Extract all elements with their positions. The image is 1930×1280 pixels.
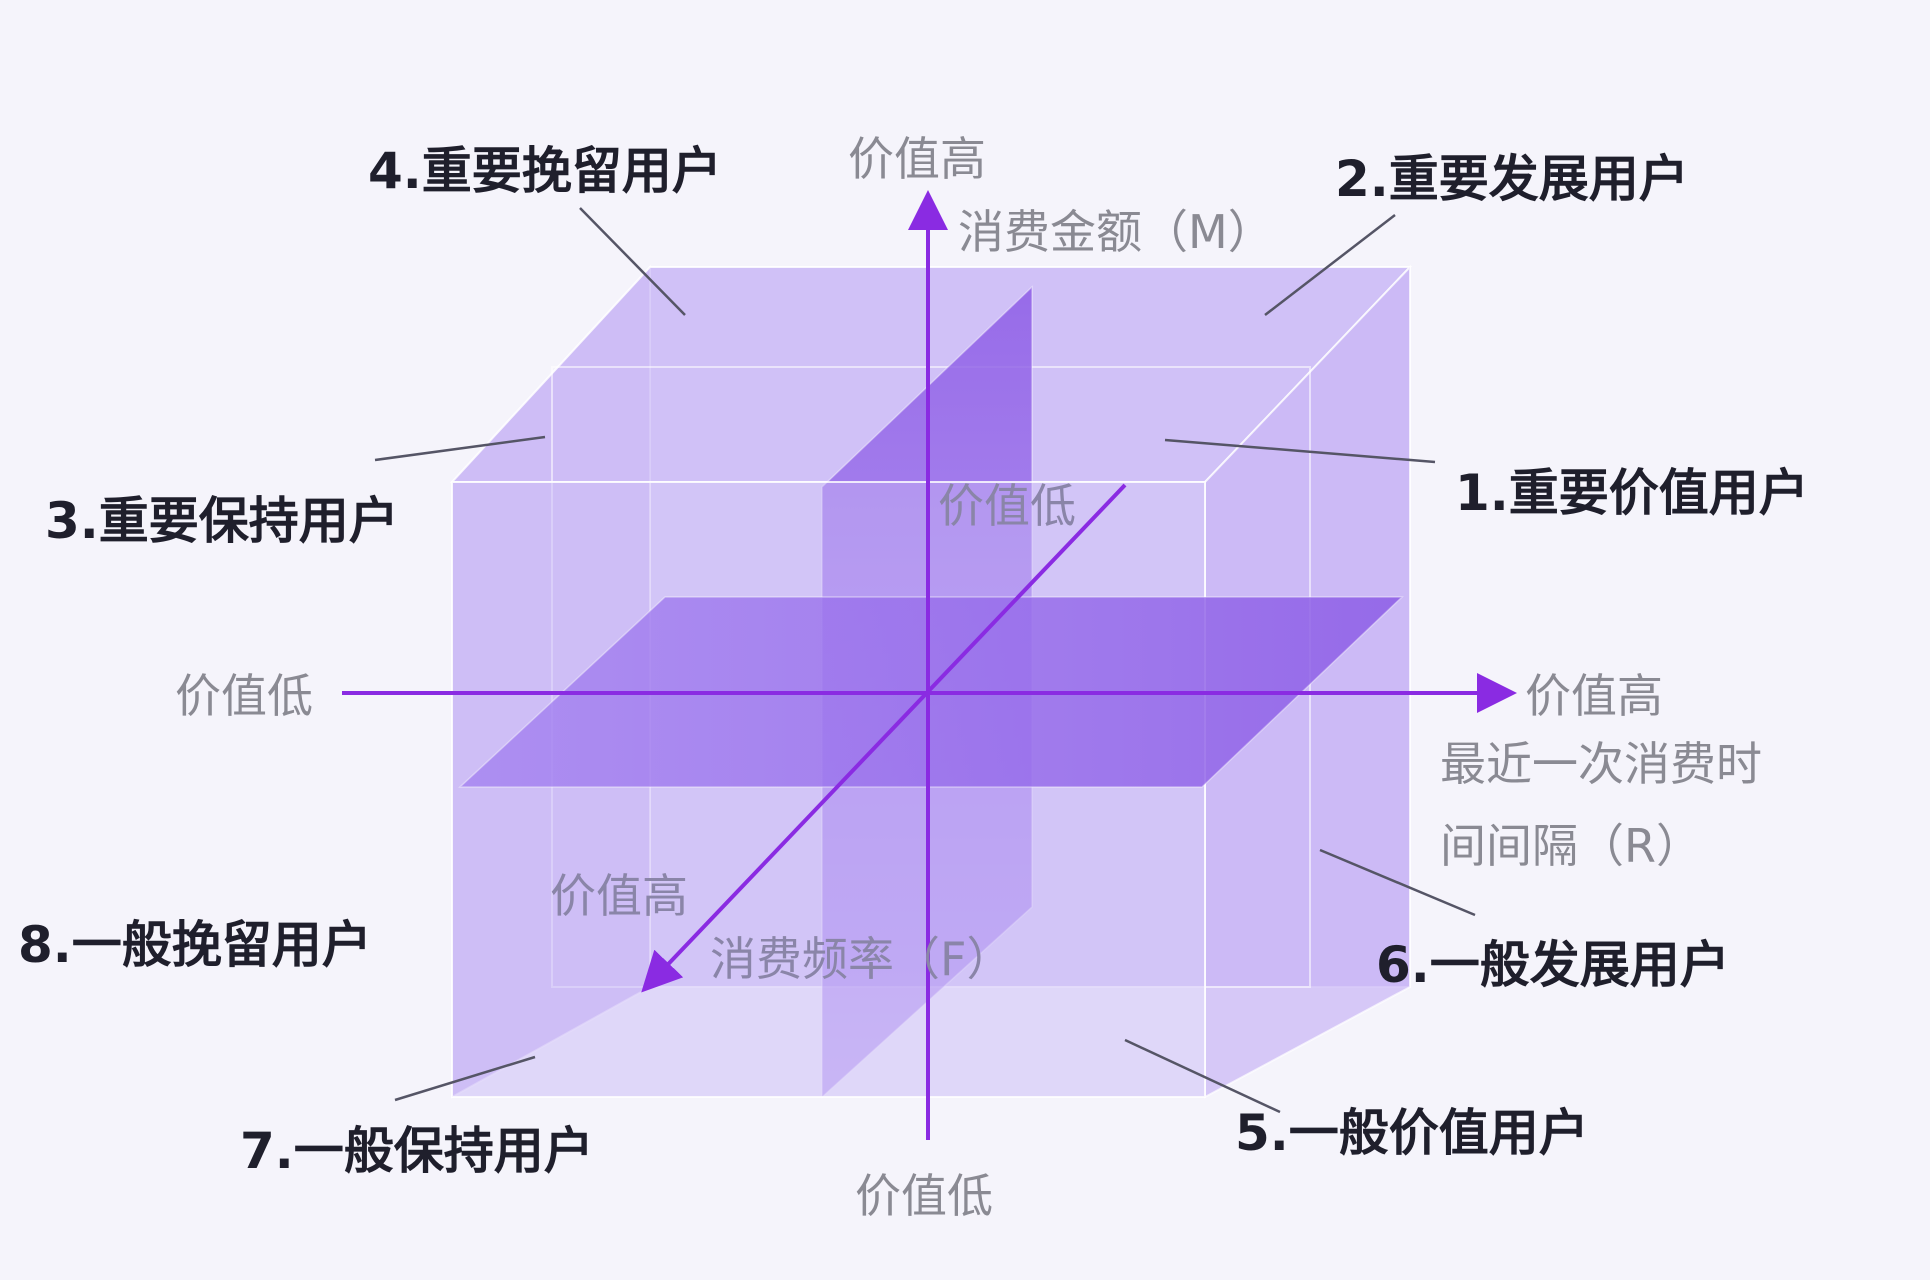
- segment-label-3: 3.重要保持用户: [45, 492, 399, 550]
- segment-label-4: 4.重要挽留用户: [368, 142, 722, 200]
- leader-s5: [1124, 1038, 1281, 1114]
- f-axis-name-label: 消费频率（F）: [710, 932, 1012, 986]
- leader-s4: [579, 207, 686, 316]
- leader-s1: [1164, 438, 1436, 464]
- segment-label-6: 6.一般发展用户: [1376, 936, 1730, 994]
- m-axis-low-label: 价值低: [855, 1169, 993, 1223]
- segment-label-7: 7.一般保持用户: [240, 1122, 594, 1180]
- f-axis-low-label: 价值低: [938, 479, 1076, 533]
- segment-label-8: 8.一般挽留用户: [18, 916, 372, 974]
- leader-s6: [1319, 848, 1476, 917]
- leader-s2: [1264, 214, 1396, 316]
- leader-s3: [374, 435, 546, 462]
- r-axis-high-label: 价值高: [1525, 669, 1663, 723]
- r-axis-name-line2: 间间隔（R）: [1440, 819, 1702, 873]
- cube-front-face: [451, 481, 1206, 1098]
- f-axis: [641, 483, 1127, 993]
- segment-label-5: 5.一般价值用户: [1235, 1104, 1589, 1162]
- segment-label-2: 2.重要发展用户: [1335, 150, 1689, 208]
- segment-label-1: 1.重要价值用户: [1455, 464, 1809, 522]
- m-axis-high-label: 价值高: [848, 132, 986, 186]
- leader-s7: [394, 1055, 536, 1102]
- m-axis-name-label: 消费金额（M）: [958, 205, 1274, 259]
- f-axis-high-label: 价值高: [550, 869, 688, 923]
- r-axis-low-label: 价值低: [175, 669, 313, 723]
- r-axis-name-line1: 最近一次消费时: [1440, 737, 1762, 791]
